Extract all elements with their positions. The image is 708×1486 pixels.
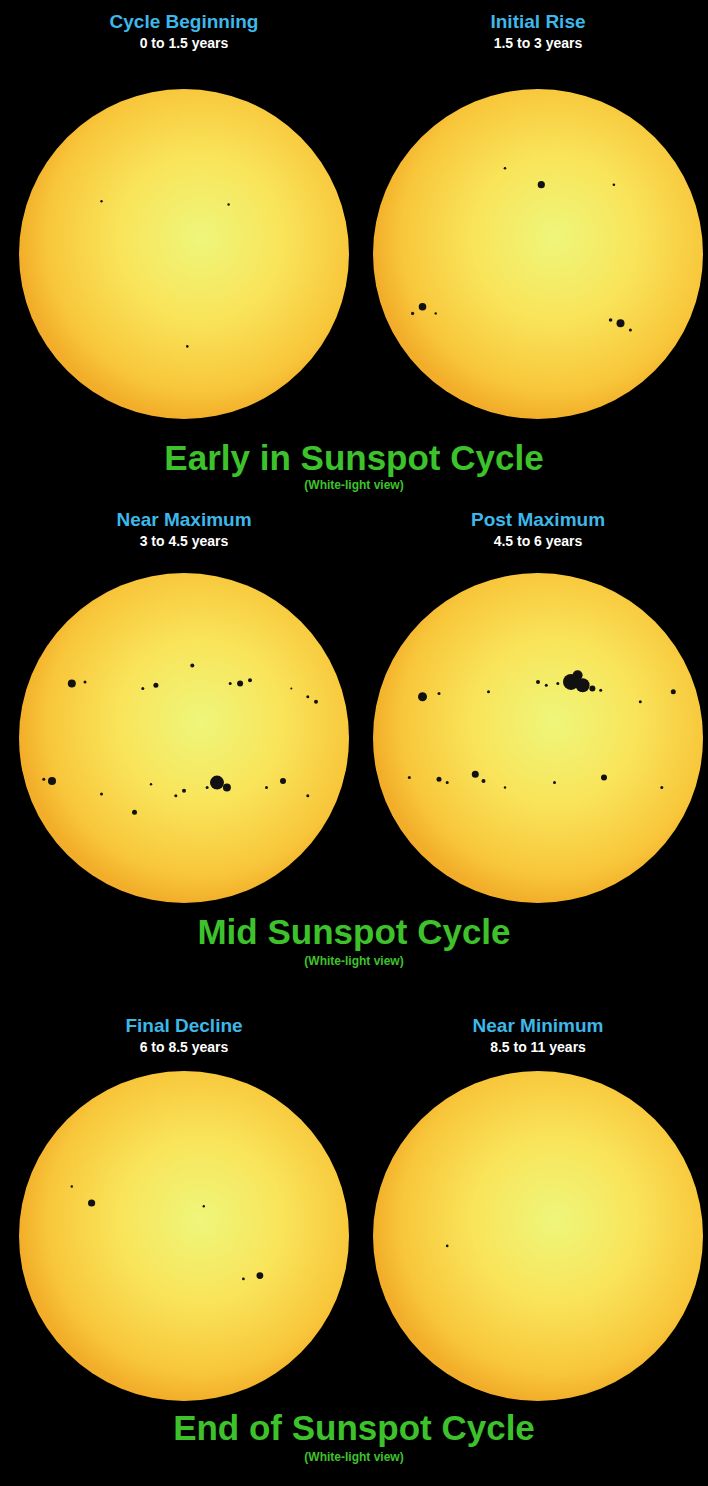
- phase-title: Cycle Beginning: [18, 10, 350, 34]
- sun-panel: Cycle Beginning0 to 1.5 years: [18, 8, 350, 420]
- section-heading: Mid Sunspot Cycle: [0, 912, 708, 952]
- phase-years: 8.5 to 11 years: [372, 1038, 704, 1056]
- phase-years: 6 to 8.5 years: [18, 1038, 350, 1056]
- view-note: (White-light view): [0, 1450, 708, 1465]
- sun-panel: Near Minimum8.5 to 11 years: [372, 1012, 704, 1402]
- section-heading: End of Sunspot Cycle: [0, 1408, 708, 1448]
- sun-panel: Final Decline6 to 8.5 years: [18, 1012, 350, 1402]
- phase-title: Near Minimum: [372, 1014, 704, 1038]
- phase-title: Final Decline: [18, 1014, 350, 1038]
- sun-panel: Near Maximum3 to 4.5 years: [18, 506, 350, 904]
- sun-disk: [372, 88, 704, 420]
- section-heading: Early in Sunspot Cycle: [0, 438, 708, 478]
- phase-title: Near Maximum: [18, 508, 350, 532]
- sun-disk: [372, 572, 704, 904]
- sun-disk: [18, 572, 350, 904]
- phase-title: Post Maximum: [372, 508, 704, 532]
- phase-title: Initial Rise: [372, 10, 704, 34]
- phase-years: 3 to 4.5 years: [18, 532, 350, 550]
- view-note: (White-light view): [0, 478, 708, 493]
- phase-years: 1.5 to 3 years: [372, 34, 704, 52]
- sun-panel: Initial Rise1.5 to 3 years: [372, 8, 704, 420]
- sun-disk: [372, 1070, 704, 1402]
- sun-disk: [18, 88, 350, 420]
- view-note: (White-light view): [0, 954, 708, 969]
- sun-disk: [18, 1070, 350, 1402]
- phase-years: 4.5 to 6 years: [372, 532, 704, 550]
- phase-years: 0 to 1.5 years: [18, 34, 350, 52]
- sun-panel: Post Maximum4.5 to 6 years: [372, 506, 704, 904]
